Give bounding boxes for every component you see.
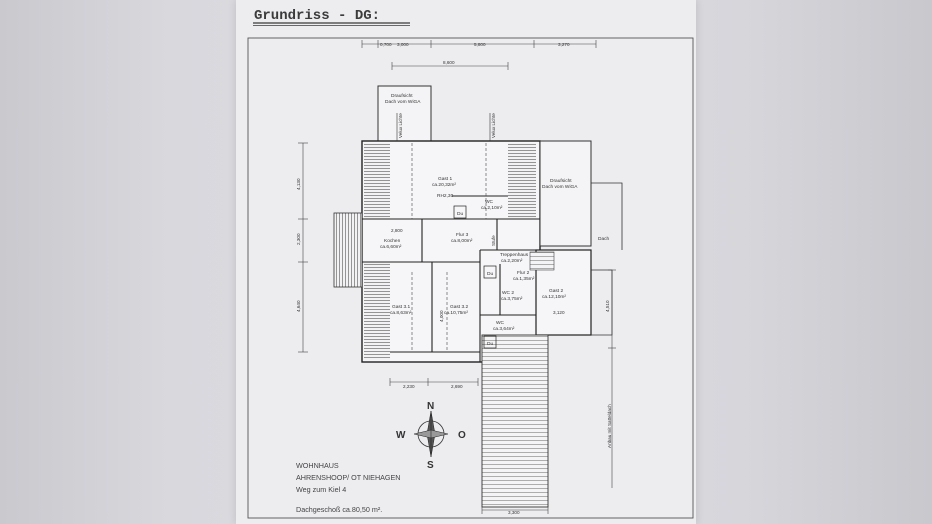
left-dim-1: 4,130 — [296, 178, 301, 190]
room-gast2-area: ca.12,10m² — [542, 294, 566, 300]
roof-label: Dach — [598, 236, 610, 242]
room-gast32-name: Gast 3.2 — [450, 304, 468, 310]
top-dim-3: 5,800 — [474, 42, 486, 47]
room-flur2-area: ca.1,35m² — [513, 276, 535, 282]
room-rh: RH2,30 — [437, 193, 454, 199]
left-dim-2: 2,300 — [296, 233, 301, 245]
external-stair — [481, 334, 549, 508]
dashed-roof-lines — [411, 143, 487, 352]
bottom-dim-stair: 3,300 — [508, 510, 520, 515]
room-wc2-area: ca.3,75m² — [501, 296, 523, 302]
room-flur3-name: Flur 3 — [456, 232, 469, 238]
right-annex-label: Anbau mit Satteldach — [607, 404, 612, 448]
room-gast31-name: Gast 3.1 — [392, 304, 410, 310]
inner-dim-kochen: 2,800 — [391, 228, 403, 233]
right-dim: 4,510 — [605, 300, 610, 312]
compass-w: W — [396, 430, 406, 441]
roof-slope-left-bottom — [364, 262, 390, 360]
shower-box-1 — [453, 205, 467, 219]
roof-slope-left-top — [364, 143, 390, 219]
top-dim-1: 0,700 — [380, 42, 392, 47]
room-gast32-dim: 4,000 — [439, 310, 444, 322]
room-du3: Du — [487, 341, 493, 347]
page-title: Grundriss - DG: — [254, 8, 380, 24]
right-dimension — [608, 269, 616, 488]
shower-box-2 — [483, 265, 497, 279]
left-dim-3: 4,640 — [296, 300, 301, 312]
top-dim-sub: 8,600 — [443, 60, 455, 65]
top-dimension-chain — [361, 40, 597, 70]
drawing-frame — [247, 37, 694, 519]
room-wc1-area: ca.2,10m² — [481, 205, 503, 211]
room-du2: Du — [487, 271, 493, 277]
compass-s: S — [427, 460, 434, 471]
room-wc2-name: WC 2 — [502, 290, 514, 296]
room-kochen-area: ca.6,60m² — [380, 244, 402, 250]
left-dimension-chain — [298, 142, 308, 353]
room-gast1-area: ca.20,32m² — [432, 182, 456, 188]
compass-rose — [413, 410, 449, 458]
room-flur2-name: Flur 2 — [517, 270, 530, 276]
room-wc3-area: ca.3,64m² — [493, 326, 515, 332]
inner-dim-gast2: 3,120 — [553, 310, 565, 315]
internal-stair — [529, 251, 555, 271]
info-line-2: AHRENSHOOP/ OT NIEHAGEN — [296, 473, 401, 482]
room-treppenhaus-name: Treppenhaus — [500, 252, 529, 258]
flat-roof-top-line2: Dach vom WiGA — [385, 99, 421, 105]
velux-label-left: Velux Lichte — [398, 113, 403, 138]
flat-roof-right-line1: Draufsicht — [550, 178, 572, 184]
top-dim-4: 3,270 — [558, 42, 570, 47]
roof-slope-right-top — [508, 143, 536, 219]
compass-o: O — [458, 430, 466, 441]
top-dim-2: 3,000 — [397, 42, 409, 47]
flat-roof-right — [539, 140, 592, 247]
left-balcony — [333, 212, 363, 288]
bottom-dim-1: 2,230 — [403, 384, 415, 389]
flat-roof-top-line1: Draufsicht — [391, 93, 413, 99]
interior-walls — [362, 195, 540, 362]
shower-box-3 — [483, 335, 497, 349]
bottom-dimension-chain — [389, 378, 549, 514]
room-wc1-name: WC — [485, 199, 494, 205]
room-gast31-area: ca.8,63m² — [390, 310, 412, 316]
room-wc3-name: WC — [496, 320, 505, 326]
room-gast1-name: Gast 1 — [438, 176, 452, 182]
info-line-3: Weg zum Kiel 4 — [296, 485, 346, 494]
room-gast32-area: ca.10,75m² — [444, 310, 468, 316]
info-line-1: WOHNHAUS — [296, 461, 339, 470]
flat-roof-right-line2: Dach vom WiGA — [542, 184, 578, 190]
room-du1: Du — [457, 211, 463, 217]
room-flur3-area: ca.8,00m² — [451, 238, 473, 244]
area-line: Dachgeschoß ca.80,50 m². — [296, 505, 382, 514]
velux-label-right: Velux Lichte — [491, 113, 496, 138]
room-kochen-name: Kochen — [384, 238, 401, 244]
room-gast2-name: Gast 2 — [549, 288, 563, 294]
compass-n: N — [427, 401, 434, 412]
room-treppenhaus-area: ca.2,20m² — [501, 258, 523, 264]
stufe-label: Stufe — [491, 235, 496, 246]
bottom-dim-2: 2,690 — [451, 384, 463, 389]
